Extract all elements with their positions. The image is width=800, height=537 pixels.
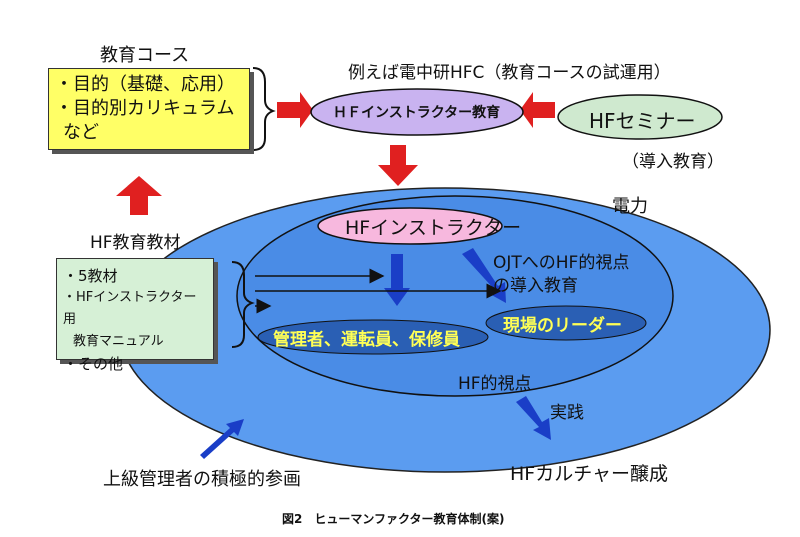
- ojt-text: OJTへのHF的視点 の導入教育: [493, 252, 629, 298]
- materials-line-1: ・5教材: [63, 267, 118, 285]
- red-arrow-instructor-ed-down: [378, 145, 418, 186]
- course-title: 教育コース: [100, 45, 190, 66]
- course-line-2: ・目的別カリキュラム: [55, 98, 235, 119]
- hf-seminar-ellipse: [557, 94, 723, 140]
- brace-materials: [231, 261, 255, 348]
- materials-line-3: 教育マニュアル: [73, 334, 164, 349]
- materials-line-4: ・その他: [63, 355, 124, 373]
- senior-participation-label: 上級管理者の積極的参画: [103, 469, 301, 490]
- blue-arrow-senior: [200, 419, 244, 459]
- figure-caption: 図2 ヒューマンファクター教育体制(案): [282, 512, 505, 526]
- ojt-line-2: の導入教育: [493, 276, 578, 296]
- red-arrow-course-to-instructor-ed: [277, 92, 313, 128]
- materials-box: ・5教材 ・HFインストラクター用 教育マニュアル ・その他: [56, 258, 214, 373]
- hf-seminar-label: HFセミナー: [589, 109, 696, 133]
- managers-ellipse: [257, 319, 489, 355]
- intro-education-label: （導入教育）: [622, 152, 724, 172]
- brace-course: [252, 67, 276, 151]
- practice-label: 実践: [550, 403, 584, 423]
- hf-materials-title: HF教育教材: [90, 233, 181, 253]
- blue-arrow-practice: [516, 396, 551, 440]
- ojt-line-1: OJTへのHF的視点: [493, 253, 630, 273]
- hf-instructor-ellipse: [317, 207, 503, 245]
- materials-line-2: ・HFインストラクター用: [63, 290, 197, 327]
- managers-label: 管理者、運転員、保修員: [273, 330, 460, 350]
- field-leader-label: 現場のリーダー: [503, 316, 622, 336]
- red-arrow-seminar-to-instructor-ed: [520, 92, 555, 128]
- example-title: 例えば電中研HFC（教育コースの試運用）: [348, 63, 671, 83]
- hf-instructor-label: HFインストラクター: [345, 217, 522, 239]
- hf-culture-label: HFカルチャー醸成: [510, 463, 669, 485]
- course-line-1: ・目的（基礎、応用）: [55, 74, 235, 95]
- hf-viewpoint-label: HF的視点: [458, 374, 532, 394]
- course-box: ・目的（基礎、応用） ・目的別カリキュラム など: [48, 68, 250, 150]
- course-line-3: など: [63, 122, 99, 143]
- field-leader-ellipse: [485, 305, 647, 341]
- hf-instructor-education-label: ＨＦインストラクター教育: [333, 105, 501, 121]
- hf-instructor-education-ellipse: [310, 88, 524, 136]
- electric-power-label: 電力: [612, 196, 648, 217]
- red-arrow-materials-up: [116, 176, 162, 215]
- blue-arrow-to-managers: [384, 254, 410, 306]
